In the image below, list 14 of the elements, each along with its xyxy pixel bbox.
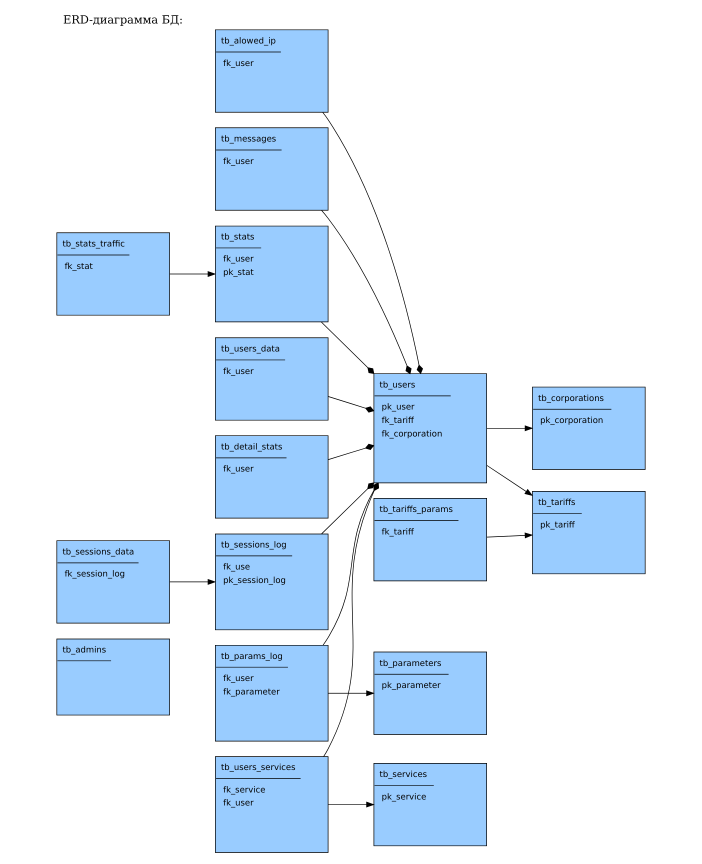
arrow — [328, 802, 375, 808]
arrow — [169, 271, 216, 277]
connector — [320, 322, 374, 374]
arrow — [486, 425, 534, 432]
connector — [328, 444, 374, 460]
diagram-title: ERD-диаграмма БД: — [63, 13, 183, 26]
connector — [321, 482, 374, 534]
arrow — [169, 578, 216, 585]
connector — [328, 396, 374, 413]
arrow — [486, 532, 534, 538]
arrow — [328, 690, 375, 696]
arrow — [486, 465, 534, 496]
connector — [322, 112, 424, 374]
connector — [321, 210, 412, 374]
